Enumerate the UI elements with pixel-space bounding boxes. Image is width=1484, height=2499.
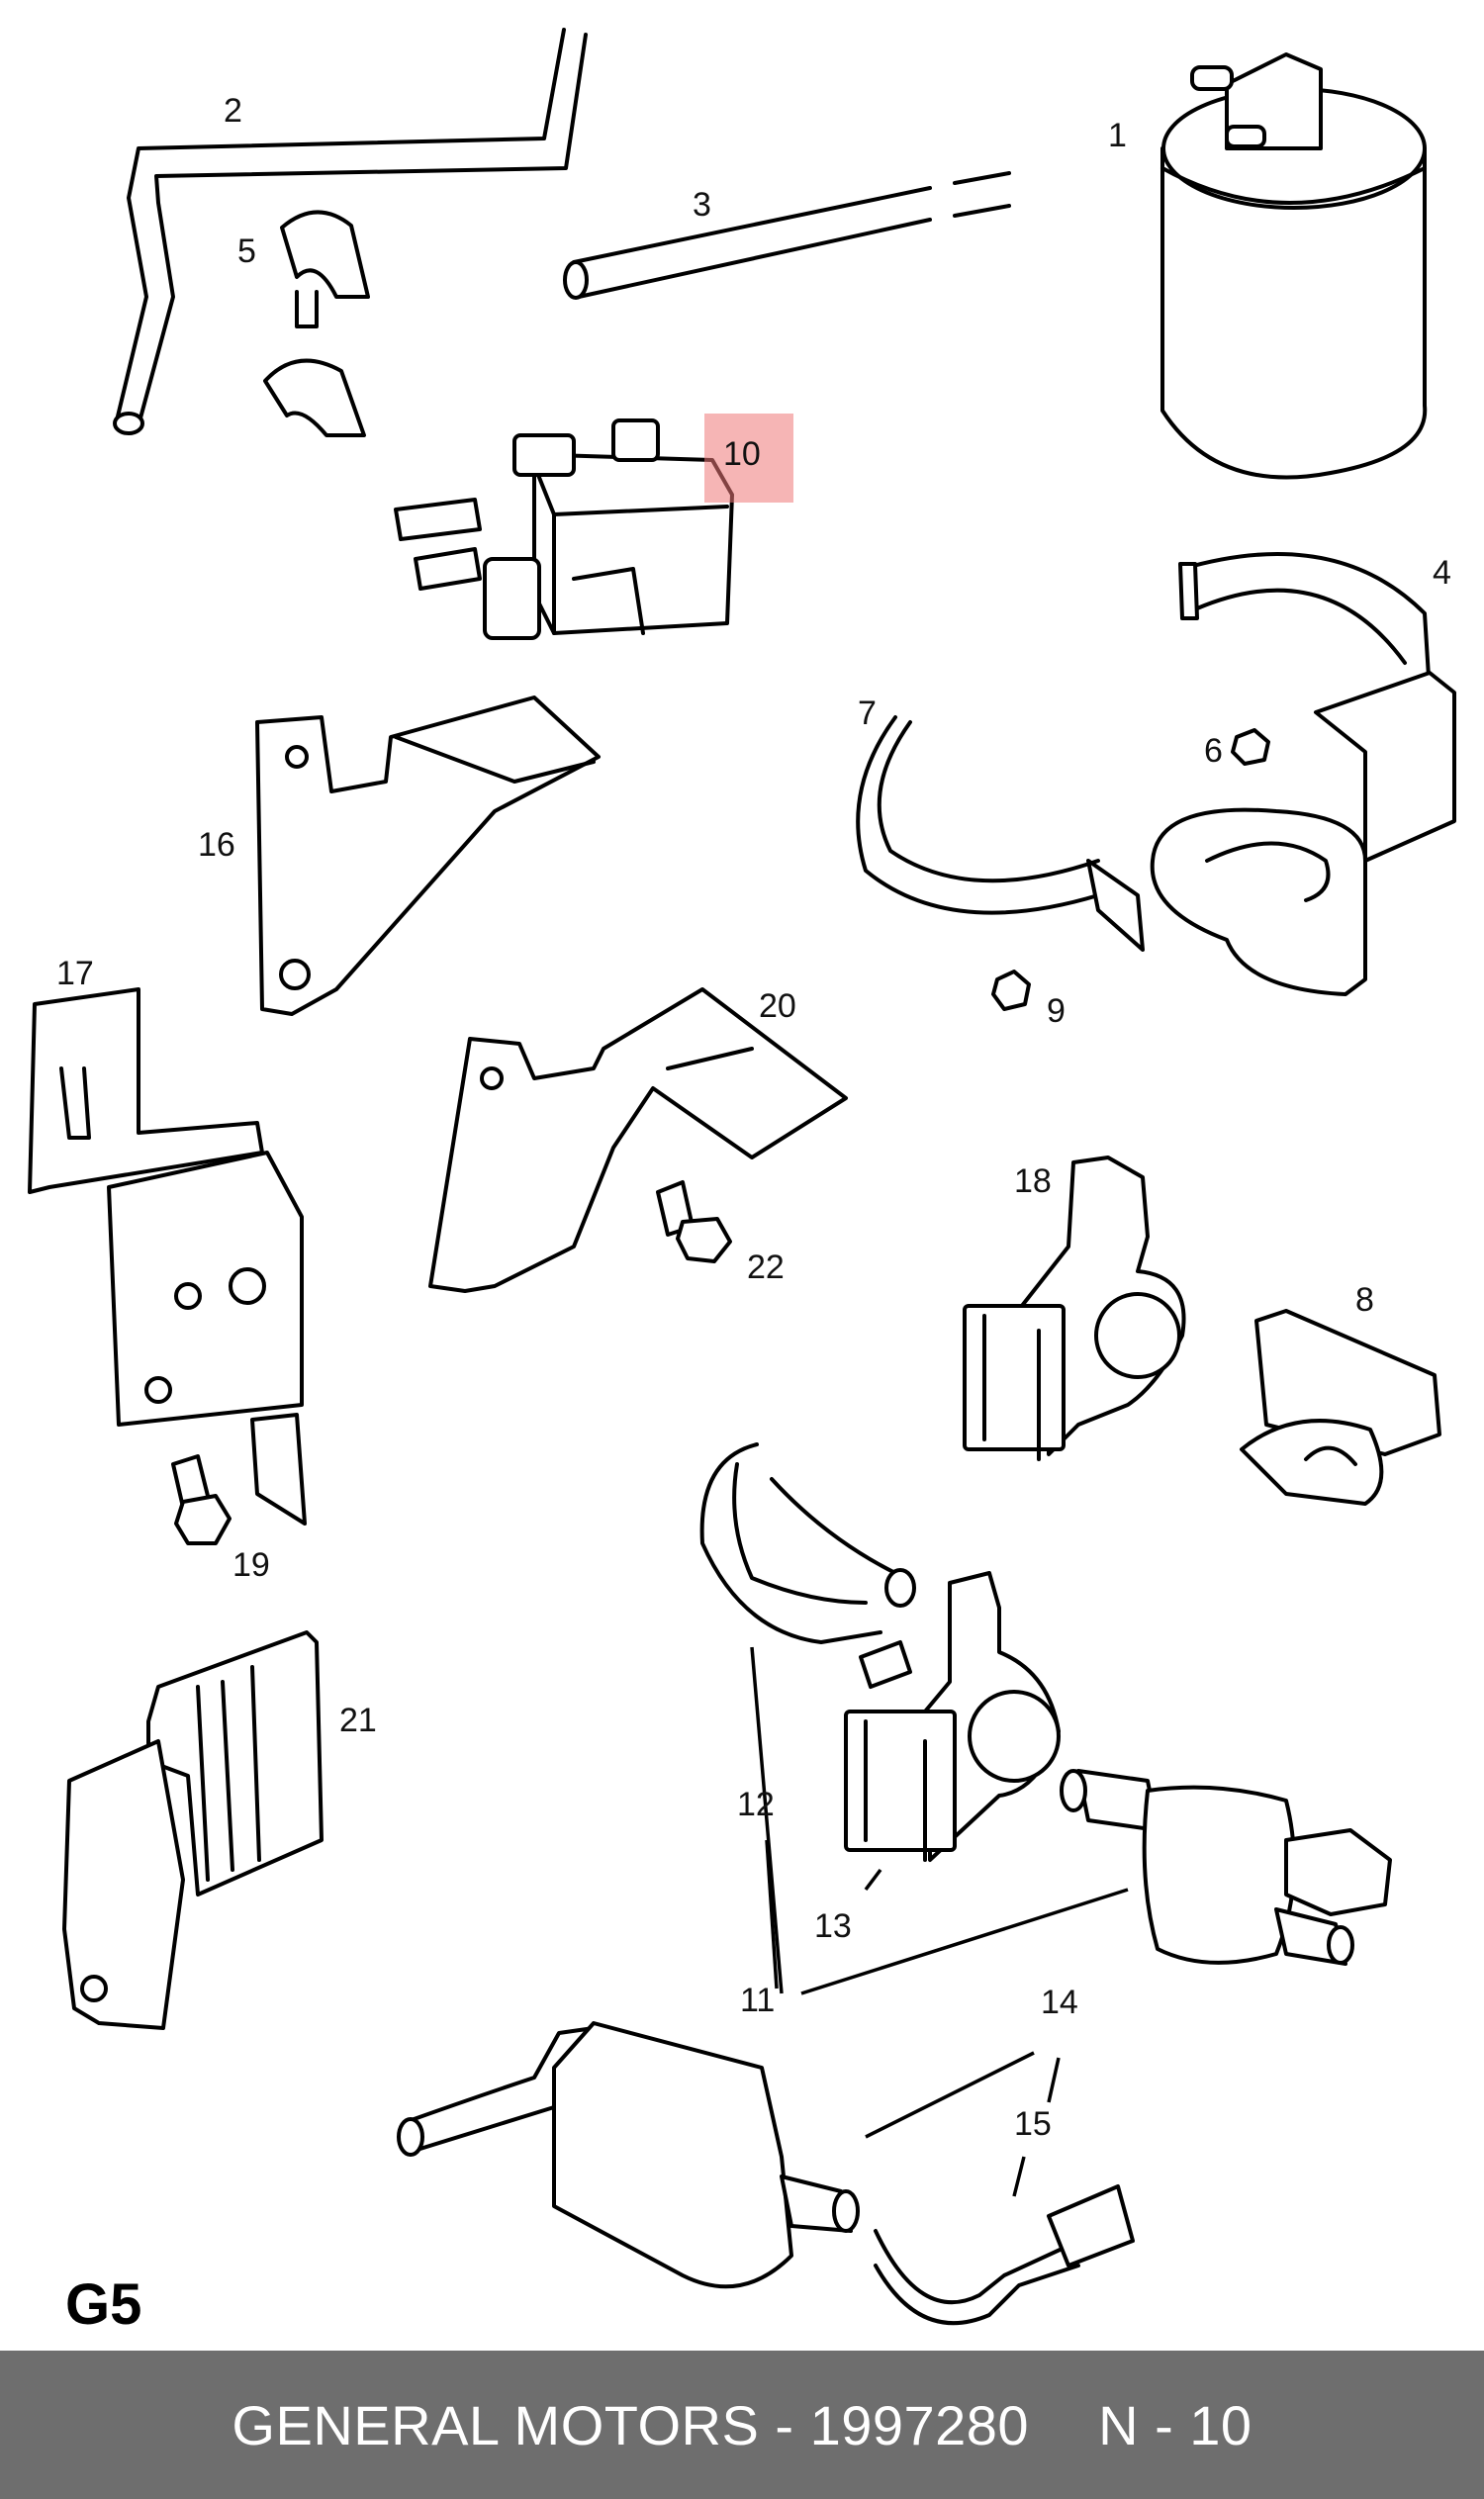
callout-20: 20 bbox=[759, 987, 796, 1025]
callout-12: 12 bbox=[737, 1786, 775, 1823]
part-18-holder bbox=[963, 1156, 1186, 1461]
callout-22: 22 bbox=[747, 1249, 785, 1286]
footer-brand-part: GENERAL MOTORS - 1997280 bbox=[232, 2393, 1030, 2456]
part-2-pipe bbox=[113, 28, 588, 435]
leader-lines bbox=[750, 1646, 1129, 2197]
callout-8: 8 bbox=[1355, 1281, 1374, 1319]
part-1-canister bbox=[1160, 52, 1428, 480]
parts-diagram: 1 2 3 4 5 6 7 8 9 10 11 12 13 14 15 16 1… bbox=[28, 28, 1456, 2326]
callout-16: 16 bbox=[198, 826, 235, 864]
callout-6: 6 bbox=[1204, 732, 1223, 770]
part-13-holder bbox=[844, 1571, 1061, 1862]
part-14-pump bbox=[397, 2021, 860, 2289]
part-17-bracket bbox=[28, 987, 307, 1526]
footer-bar: GENERAL MOTORS - 1997280 N - 10 bbox=[0, 2351, 1484, 2499]
highlight-marker bbox=[704, 414, 793, 503]
callout-13: 13 bbox=[814, 1907, 852, 1945]
callout-18: 18 bbox=[1014, 1162, 1052, 1200]
part-12-hose bbox=[699, 1442, 916, 1689]
part-10-solenoid-valve bbox=[394, 418, 734, 640]
part-20-bracket bbox=[428, 987, 848, 1293]
callout-3: 3 bbox=[693, 186, 711, 224]
part-19-bolt bbox=[171, 1454, 232, 1545]
callout-2: 2 bbox=[224, 92, 242, 130]
part-4-bracket bbox=[1150, 552, 1456, 996]
callout-labels: 1 2 3 4 5 6 7 8 9 10 11 12 13 14 15 16 1… bbox=[56, 92, 1451, 2143]
part-7-strap bbox=[856, 715, 1145, 952]
part-5-clip bbox=[263, 210, 370, 437]
callout-17: 17 bbox=[56, 955, 94, 992]
part-3-tube bbox=[563, 171, 1011, 300]
section-code: G5 bbox=[65, 2272, 142, 2337]
part-8-clip bbox=[1240, 1309, 1441, 1506]
callout-5: 5 bbox=[237, 232, 256, 270]
footer-position: N - 10 bbox=[1098, 2393, 1252, 2456]
callout-1: 1 bbox=[1108, 117, 1127, 154]
part-21-bracket bbox=[62, 1630, 324, 2030]
callout-9: 9 bbox=[1047, 992, 1066, 1030]
callout-7: 7 bbox=[858, 694, 877, 732]
callout-19: 19 bbox=[232, 1546, 270, 1584]
part-6-nut bbox=[1231, 728, 1270, 766]
part-22-bolt bbox=[656, 1180, 732, 1263]
callout-15: 15 bbox=[1014, 2105, 1052, 2143]
part-11-valve bbox=[1060, 1769, 1392, 1966]
part-16-bracket bbox=[255, 695, 601, 1016]
callout-21: 21 bbox=[339, 1702, 377, 1739]
callout-11: 11 bbox=[740, 1982, 775, 2019]
callout-14: 14 bbox=[1041, 1984, 1078, 2021]
part-9-nut bbox=[991, 970, 1031, 1011]
part-15-hose bbox=[874, 2184, 1135, 2326]
callout-4: 4 bbox=[1433, 554, 1451, 592]
